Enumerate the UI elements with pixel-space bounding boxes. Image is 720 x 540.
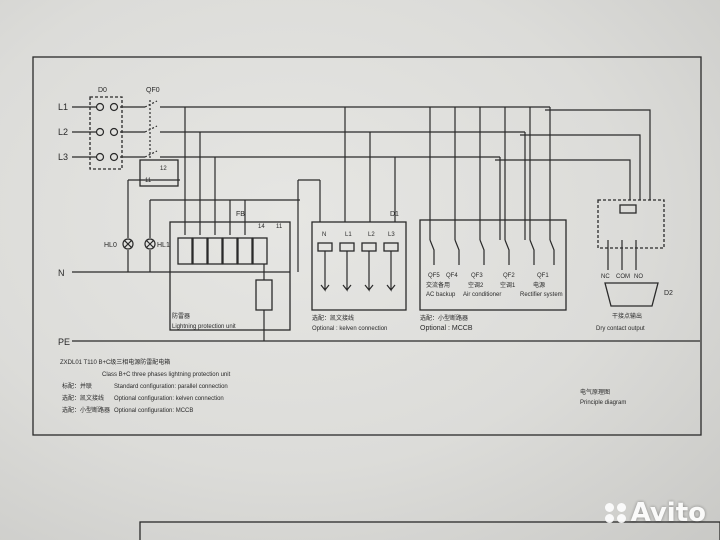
svg-text:NO: NO xyxy=(634,274,643,280)
svg-text:Lightning protection unit: Lightning protection unit xyxy=(172,324,236,330)
svg-text:L1: L1 xyxy=(345,232,352,238)
svg-text:Optional : kelven connection: Optional : kelven connection xyxy=(312,326,387,332)
lower-sheet-border xyxy=(139,521,720,540)
svg-text:Optional configuration: MCCB: Optional configuration: MCCB xyxy=(114,408,193,414)
svg-text:Dry contact output: Dry contact output xyxy=(596,326,645,332)
phase-lines: L1 L2 L3 N PE xyxy=(58,102,700,347)
svg-text:D1: D1 xyxy=(390,211,399,218)
svg-text:Standard configuration: paral: Standard configuration: parallel connect… xyxy=(114,384,228,390)
svg-text:FB: FB xyxy=(236,211,245,218)
svg-text:QF1: QF1 xyxy=(537,273,549,279)
svg-text:选配：小型断路器: 选配：小型断路器 xyxy=(420,314,468,322)
svg-text:标配：并联: 标配：并联 xyxy=(62,382,92,390)
svg-text:空调2: 空调2 xyxy=(468,281,484,289)
label-l1: L1 xyxy=(58,102,68,112)
avito-logo-icon xyxy=(604,503,627,523)
svg-text:AC backup: AC backup xyxy=(426,292,456,298)
svg-text:Rectifier system: Rectifier system xyxy=(520,292,563,298)
model-title: ZXDL01 T110 B+C级三相电源防雷配电箱 xyxy=(60,358,170,366)
svg-text:N: N xyxy=(322,232,326,238)
principle-diagram-label: 电气原理图 Principle diagram xyxy=(580,388,626,406)
svg-text:电气原理图: 电气原理图 xyxy=(580,388,610,396)
surge-arrester-modules xyxy=(177,237,273,311)
svg-text:干接点输出: 干接点输出 xyxy=(612,312,642,320)
d0-fuse-block: D0 xyxy=(89,87,123,170)
label-l2: L2 xyxy=(58,127,68,137)
indicator-lamps: HL0 HL1 xyxy=(104,179,300,272)
svg-text:Optional : MCCB: Optional : MCCB xyxy=(420,325,473,332)
svg-text:Air conditioner: Air conditioner xyxy=(463,292,501,298)
svg-text:HL1: HL1 xyxy=(157,242,170,249)
svg-text:14: 14 xyxy=(258,224,265,230)
svg-text:选配：凯文接线: 选配：凯文接线 xyxy=(62,394,104,402)
svg-text:D2: D2 xyxy=(664,290,673,297)
svg-text:HL0: HL0 xyxy=(104,242,117,249)
svg-text:QF5: QF5 xyxy=(428,273,440,279)
svg-text:电源: 电源 xyxy=(533,281,545,289)
label-pe: PE xyxy=(58,337,70,347)
svg-text:D0: D0 xyxy=(98,87,107,94)
svg-text:QF0: QF0 xyxy=(146,87,160,94)
svg-text:COM: COM xyxy=(616,274,630,280)
svg-text:防雷器: 防雷器 xyxy=(172,312,190,320)
svg-text:Class B+C three phases lightni: Class B+C three phases lightning protect… xyxy=(102,372,231,378)
svg-text:Principle diagram: Principle diagram xyxy=(580,400,626,406)
label-n: N xyxy=(58,268,65,278)
label-l3: L3 xyxy=(58,152,68,162)
svg-text:QF2: QF2 xyxy=(503,273,515,279)
d2-dry-contact: NC COM NO D2 干接点输出 Dry contact output xyxy=(596,199,673,332)
sheet-border xyxy=(32,56,702,436)
mccb-breakers: QF5 QF4 QF3 QF2 QF1 交流备用 空调2 空调1 电源 AC b… xyxy=(419,219,567,332)
svg-text:Optional configuration: kelven: Optional configuration: kelven connectio… xyxy=(114,396,224,402)
svg-text:交流备用: 交流备用 xyxy=(426,281,450,289)
svg-text:空调1: 空调1 xyxy=(500,281,516,289)
fb-lightning-protection-unit: FB 14 11 防雷器 Lightning protection unit xyxy=(169,107,291,341)
svg-text:12: 12 xyxy=(160,166,167,172)
svg-text:L3: L3 xyxy=(388,232,395,238)
svg-text:QF3: QF3 xyxy=(471,273,483,279)
qf0-breaker: QF0 12 11 xyxy=(139,87,179,187)
notes-block: ZXDL01 T110 B+C级三相电源防雷配电箱 Class B+C thre… xyxy=(60,358,231,414)
svg-text:11: 11 xyxy=(276,224,283,230)
d1-kelvin-terminal: D1 N L1 L2 L3 选配：凯文接线 Optional : kelven … xyxy=(311,211,407,332)
svg-text:QF4: QF4 xyxy=(446,273,458,279)
svg-text:选配：小型断路器: 选配：小型断路器 xyxy=(62,406,110,414)
svg-text:11: 11 xyxy=(145,178,152,184)
avito-watermark: Avito xyxy=(604,498,706,528)
svg-text:选配：凯文接线: 选配：凯文接线 xyxy=(312,314,354,322)
svg-text:L2: L2 xyxy=(368,232,375,238)
svg-text:NC: NC xyxy=(601,274,610,280)
